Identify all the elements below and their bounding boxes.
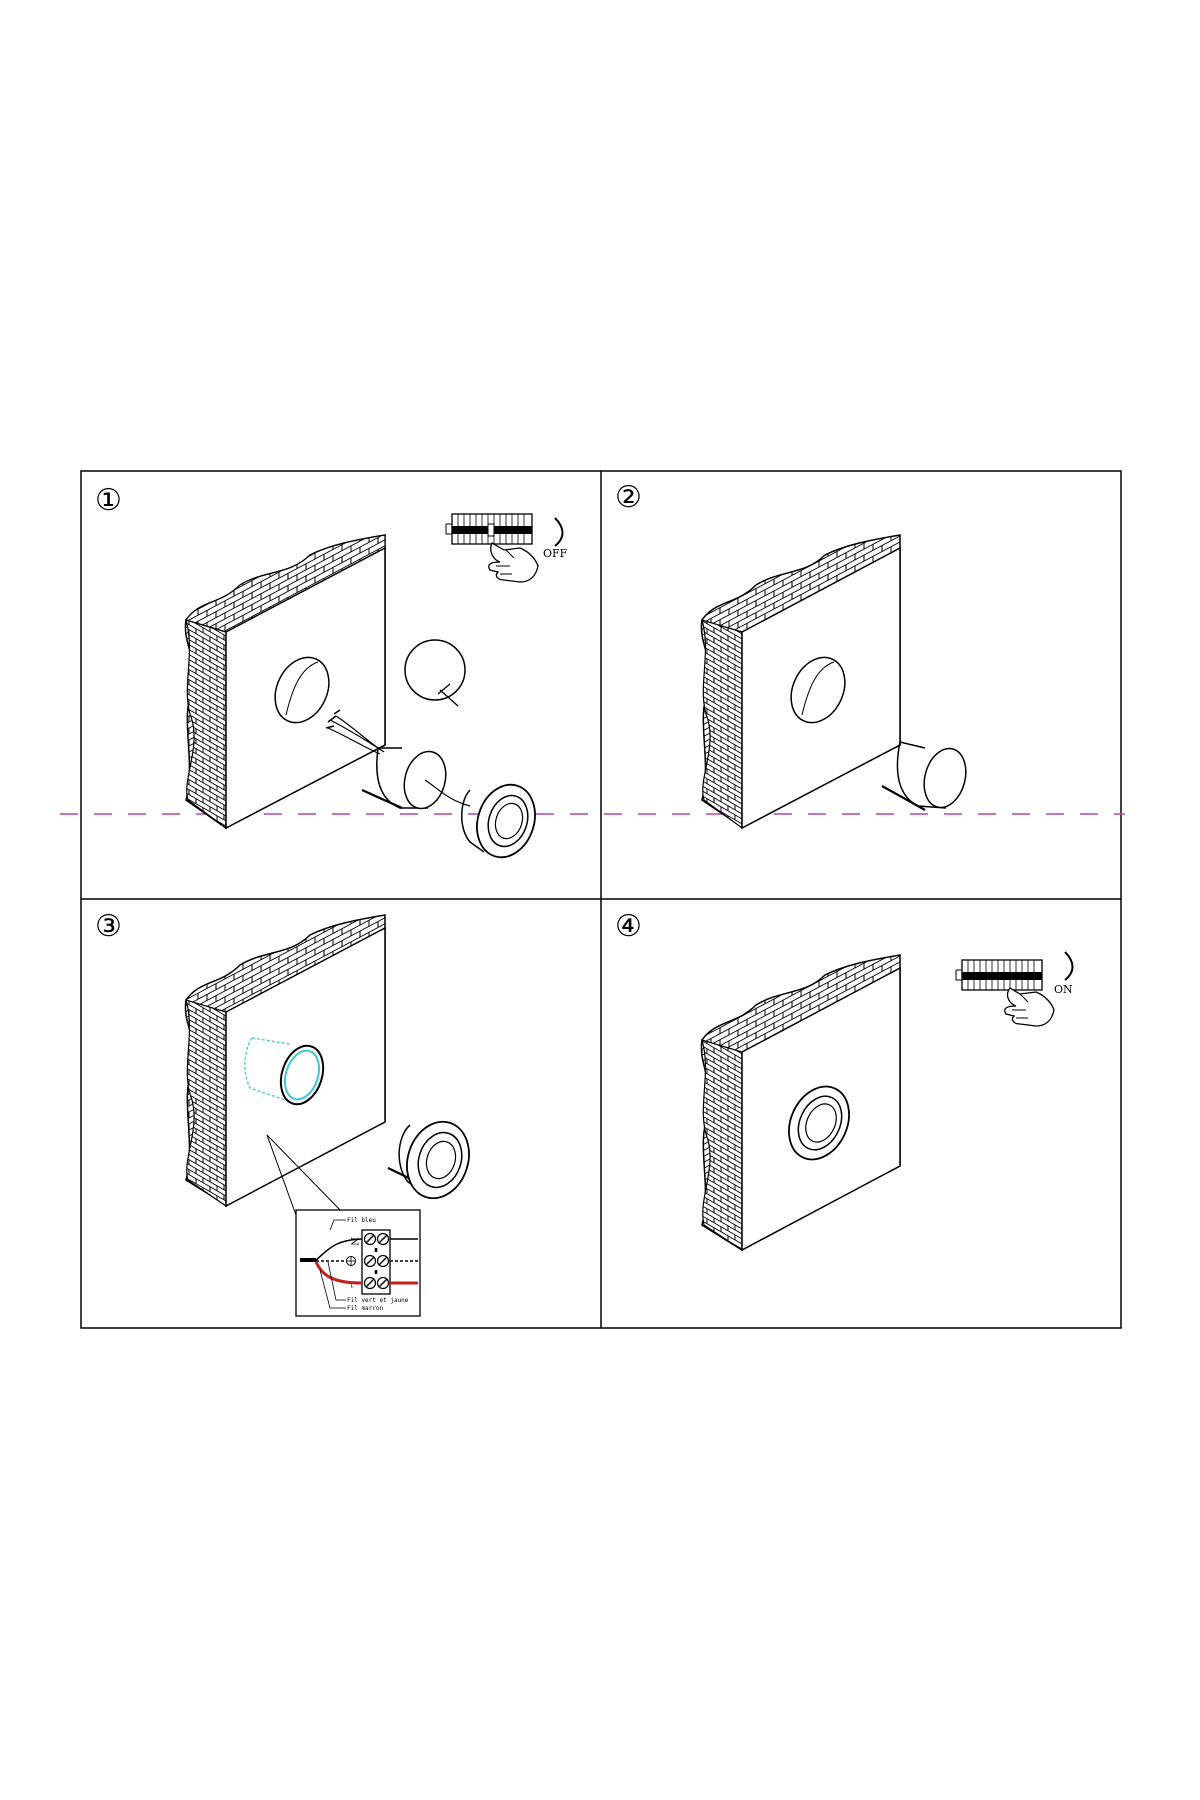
wall-hole [790, 656, 846, 724]
terminal-block-icon [361, 1229, 391, 1295]
panel-3-number: ③ [95, 909, 122, 944]
wire-label-blue: Fil bleu [347, 1217, 376, 1224]
hand-icon [1004, 987, 1055, 1027]
wire-label-brown: Fil marron [347, 1305, 384, 1312]
panel-2: ② [615, 480, 967, 830]
breaker-panel-icon [445, 513, 564, 547]
panel-1: ① OFF [95, 483, 568, 859]
breaker-panel-icon [955, 951, 1074, 991]
downlight-icon [387, 1120, 470, 1200]
hand-icon [488, 542, 539, 583]
panel-grid [80, 470, 1122, 1329]
downlight-icon [788, 1085, 850, 1161]
earth-symbol-icon [346, 1256, 356, 1266]
panel-4: ④ ON [615, 909, 1074, 1252]
panel-4-number: ④ [615, 909, 642, 944]
lamp-cover [404, 639, 466, 701]
panel-1-number: ① [95, 483, 122, 518]
terminal-l-label: L [348, 1281, 359, 1288]
panel-3: ③ [95, 909, 470, 1317]
callout-lines [266, 1134, 346, 1216]
brick-wall-icon [700, 534, 901, 830]
wall-hole [274, 656, 330, 724]
supply-wires [327, 715, 385, 755]
panel-2-number: ② [615, 480, 642, 515]
wiring-inset: N L [295, 1209, 421, 1317]
downlight-icon [461, 783, 536, 859]
installed-sleeve [244, 1037, 325, 1106]
terminal-n-label: N [348, 1237, 359, 1246]
switch-state-label: OFF [543, 547, 568, 560]
mounting-sleeve [881, 741, 967, 811]
switch-state-label: ON [1054, 983, 1073, 996]
wire-label-green-yellow: Fil vert et jaune [347, 1297, 409, 1304]
brick-wall-icon [184, 534, 386, 830]
brick-wall-icon [184, 914, 386, 1208]
mounting-sleeve [361, 747, 471, 810]
